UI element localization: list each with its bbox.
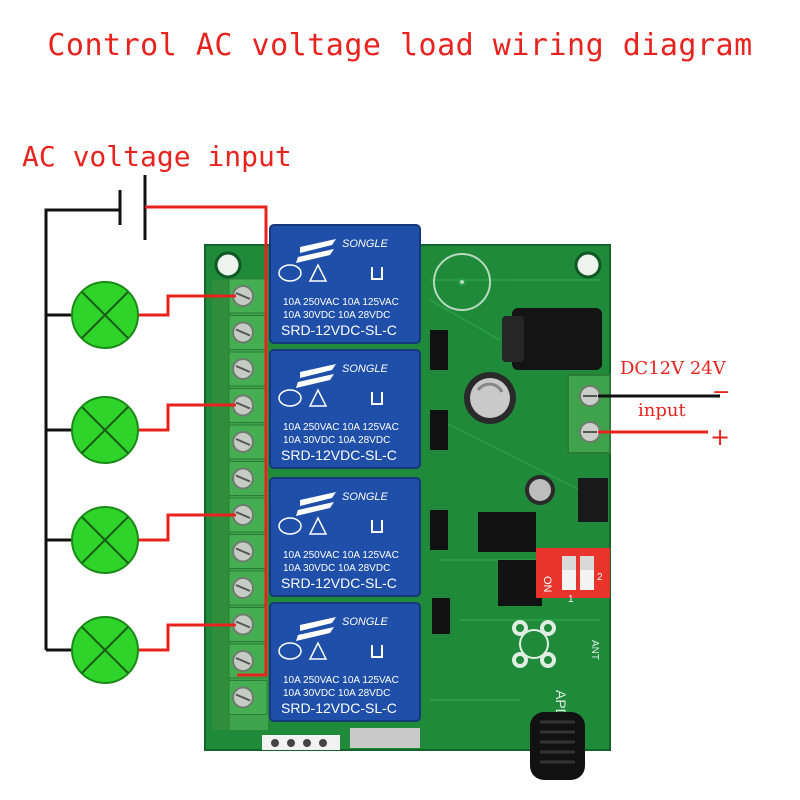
terminal-screw	[228, 424, 268, 460]
load-wire	[138, 623, 236, 652]
lamp-icon	[46, 281, 236, 349]
relay-brand: SONGLE	[342, 491, 389, 503]
dip-pos2-label: 2	[597, 572, 603, 583]
relay-brand: SONGLE	[342, 363, 389, 375]
mounting-holes	[214, 251, 602, 279]
relay-rating-line1: 10A 250VAC 10A 125VAC	[283, 297, 399, 308]
diagram-title: Control AC voltage load wiring diagram	[47, 28, 753, 63]
certification-icons	[278, 388, 383, 407]
dc-minus-label: −	[712, 380, 731, 405]
relay-rating-line2: 10A 30VDC 10A 28VDC	[283, 563, 390, 574]
dc-terminal-block	[567, 374, 611, 454]
relay-2: SONGLE 10A 250VAC 10A 125VAC 10A 30VDC 10A…	[269, 349, 421, 469]
load-wire	[138, 403, 236, 432]
terminal-screw	[228, 315, 268, 350]
relay-rating-line1: 10A 250VAC 10A 125VAC	[283, 550, 399, 561]
dc-input-wiring	[598, 394, 720, 434]
relay-model: SRD-12VDC-SL-C	[281, 700, 397, 716]
antenna-coil	[530, 712, 585, 780]
terminal-screw	[228, 461, 268, 496]
terminal-screw	[228, 680, 268, 715]
dip-pos1-label: 1	[568, 594, 574, 605]
terminal-screw	[228, 570, 268, 606]
red-live-wire	[145, 205, 268, 677]
dip-on-label: ON	[541, 576, 553, 593]
lamp-icon	[46, 506, 236, 574]
lamp-icon	[46, 396, 236, 464]
terminal-screw	[228, 534, 268, 569]
load-wire	[138, 294, 236, 317]
relay-rating-line2: 10A 30VDC 10A 28VDC	[283, 688, 390, 699]
songle-logo-icon	[296, 492, 336, 516]
dc-barrel-jack	[502, 308, 602, 370]
certification-icons	[278, 516, 383, 535]
relay-4: SONGLE 10A 250VAC 10A 125VAC 10A 30VDC 10A…	[269, 602, 421, 722]
ac-input-wiring	[44, 175, 268, 677]
black-common-wire	[44, 208, 120, 650]
ic-chips	[430, 330, 608, 634]
relay-1: SONGLE 10A 250VAC 10A 125VAC 10A 30VDC 10A…	[269, 224, 421, 344]
songle-logo-icon	[296, 617, 336, 641]
dip-switch[interactable]: ON 1 2	[536, 548, 610, 605]
small-capacitor	[525, 475, 555, 505]
relay-model: SRD-12VDC-SL-C	[281, 575, 397, 591]
lamp-icon	[46, 616, 236, 684]
terminal-screw	[228, 351, 268, 387]
relay-brand: SONGLE	[342, 238, 389, 250]
dc-plus-label: +	[710, 423, 731, 451]
songle-logo-icon	[296, 239, 336, 263]
relay-brand: SONGLE	[342, 616, 389, 628]
button-pads	[512, 620, 556, 668]
relay-rating-line1: 10A 250VAC 10A 125VAC	[283, 422, 399, 433]
relay-rating-line2: 10A 30VDC 10A 28VDC	[283, 310, 390, 321]
load-wire	[138, 513, 236, 542]
relay-model: SRD-12VDC-SL-C	[281, 447, 397, 463]
certification-icons	[278, 263, 383, 282]
terminal-screw	[228, 643, 268, 679]
relay-3: SONGLE 10A 250VAC 10A 125VAC 10A 30VDC 10A…	[269, 477, 421, 597]
relay-model: SRD-12VDC-SL-C	[281, 322, 397, 338]
songle-logo-icon	[296, 364, 336, 388]
dc-voltage-label: DC12V 24V	[620, 358, 726, 379]
dc-input-label: input	[638, 400, 686, 421]
header-pins	[262, 728, 420, 750]
antenna-label: ANT	[589, 640, 600, 660]
relay-rating-line2: 10A 30VDC 10A 28VDC	[283, 435, 390, 446]
capacitor	[464, 372, 516, 424]
ac-voltage-input-label: AC voltage input	[22, 140, 292, 173]
relay-rating-line1: 10A 250VAC 10A 125VAC	[283, 675, 399, 686]
certification-icons	[278, 641, 383, 660]
